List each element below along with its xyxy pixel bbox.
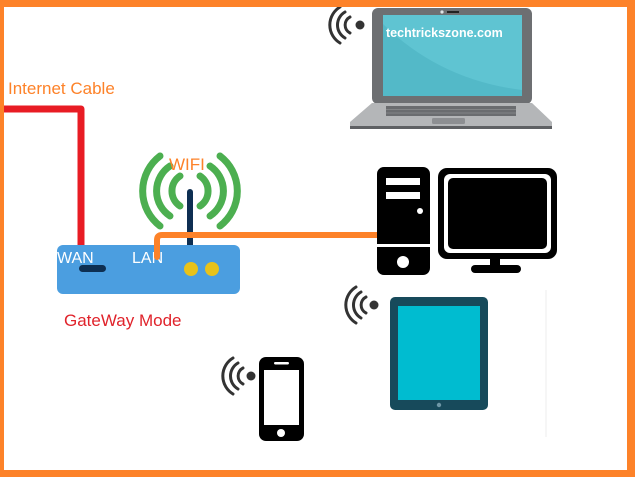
phone-speaker [274,362,289,365]
monitor-stand [471,265,521,273]
tablet [344,285,547,437]
wifi-wave-inner-right [196,172,212,210]
wan-port-label: WAN [57,250,94,267]
laptop-signal-icon [328,5,365,45]
wan-port [79,265,106,272]
tablet-home-button [436,402,442,408]
phone-screen [264,370,299,425]
tablet-signal-icon [344,285,379,325]
lan-cable [154,232,383,260]
router-led-2 [205,262,219,276]
router-led-1 [184,262,198,276]
mode-label: GateWay Mode [64,311,181,330]
tower-divider [377,244,430,247]
internet-cable-label: Internet Cable [8,79,115,98]
phone-home-button [277,429,285,437]
internet-cable [0,105,85,256]
laptop-camera [440,10,444,14]
wifi-wave-mid-right [206,162,227,220]
wifi-label: WIFI [169,155,205,174]
laptop-trackpad [432,118,465,124]
tablet-screen [398,306,480,400]
laptop-screen-shade [383,24,522,96]
desktop-computer [377,167,557,275]
tower-drive-bay-2 [386,192,420,199]
wifi-wave-outer-left [139,152,164,230]
laptop-speaker [447,11,459,13]
wifi-wave-mid-left [153,162,174,220]
tower-drive-bay-1 [386,178,420,185]
router: WAN LAN [57,245,240,294]
tower-power-led [417,208,423,214]
laptop: techtrickszone.com [328,5,552,129]
tower-power-button [397,256,409,268]
phone-signal-icon [221,356,256,396]
laptop-keyboard [386,106,516,116]
wifi-wave-outer-right [216,152,241,230]
wifi-signal-icon [139,152,241,230]
wifi-wave-inner-left [168,172,184,210]
laptop-base-edge [350,126,552,129]
monitor-screen [448,178,547,249]
router-body [57,245,240,294]
smartphone [221,356,304,441]
watermark-text: techtrickszone.com [386,26,503,40]
laptop-keys [386,109,516,114]
monitor-neck [490,259,500,266]
